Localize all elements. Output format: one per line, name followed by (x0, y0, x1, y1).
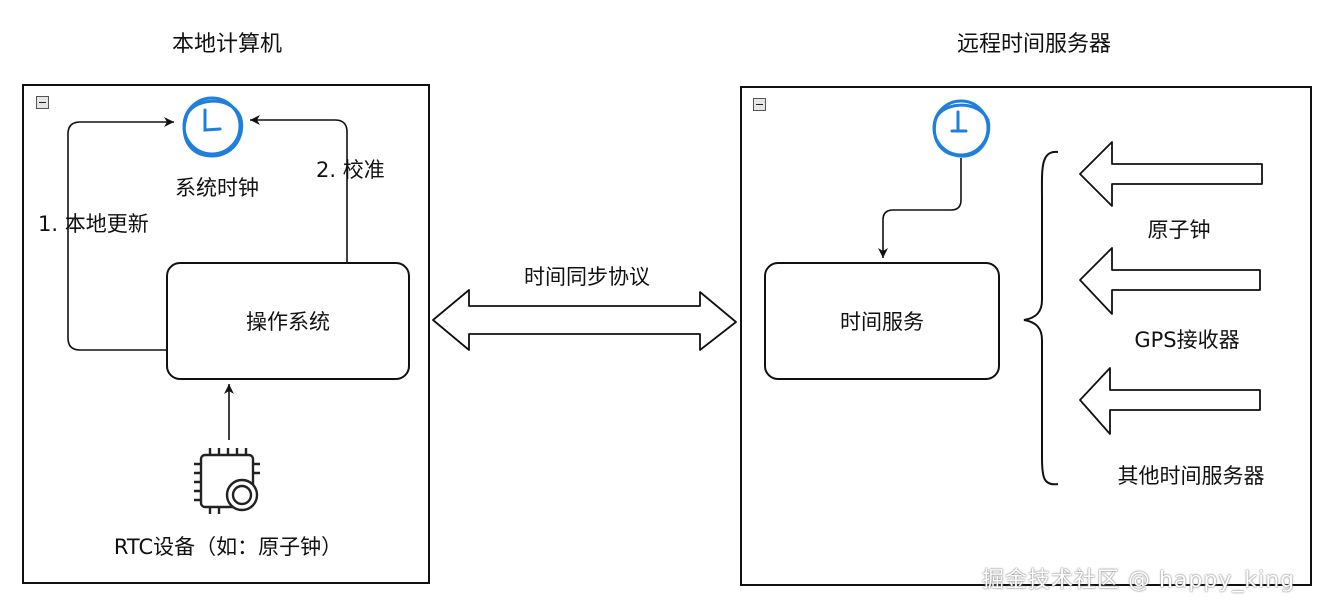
local-computer-frame (22, 84, 430, 584)
step-local-update-label: 1. 本地更新 (38, 212, 149, 236)
step-calibrate-label: 2. 校准 (316, 158, 385, 182)
local-computer-title: 本地计算机 (171, 32, 283, 57)
minimize-icon[interactable] (36, 96, 49, 109)
protocol-label: 时间同步协议 (524, 265, 650, 289)
source-gps-label: GPS接收器 (1134, 328, 1240, 352)
watermark: 掘金技术社区 @ happy_king (982, 568, 1296, 593)
protocol-double-arrow (432, 289, 737, 351)
time-service-box: 时间服务 (764, 262, 1000, 380)
os-box: 操作系统 (166, 262, 410, 380)
remote-server-title: 远程时间服务器 (956, 32, 1112, 57)
system-clock-label: 系统时钟 (175, 176, 259, 200)
source-atomic-clock-label: 原子钟 (1147, 218, 1211, 242)
rtc-device-label: RTC设备（如：原子钟） (113, 535, 343, 559)
source-other-servers-label: 其他时间服务器 (1117, 464, 1265, 488)
os-label: 操作系统 (246, 310, 330, 334)
minimize-icon[interactable] (753, 98, 766, 111)
remote-server-frame (740, 86, 1312, 586)
time-service-label: 时间服务 (840, 310, 924, 334)
